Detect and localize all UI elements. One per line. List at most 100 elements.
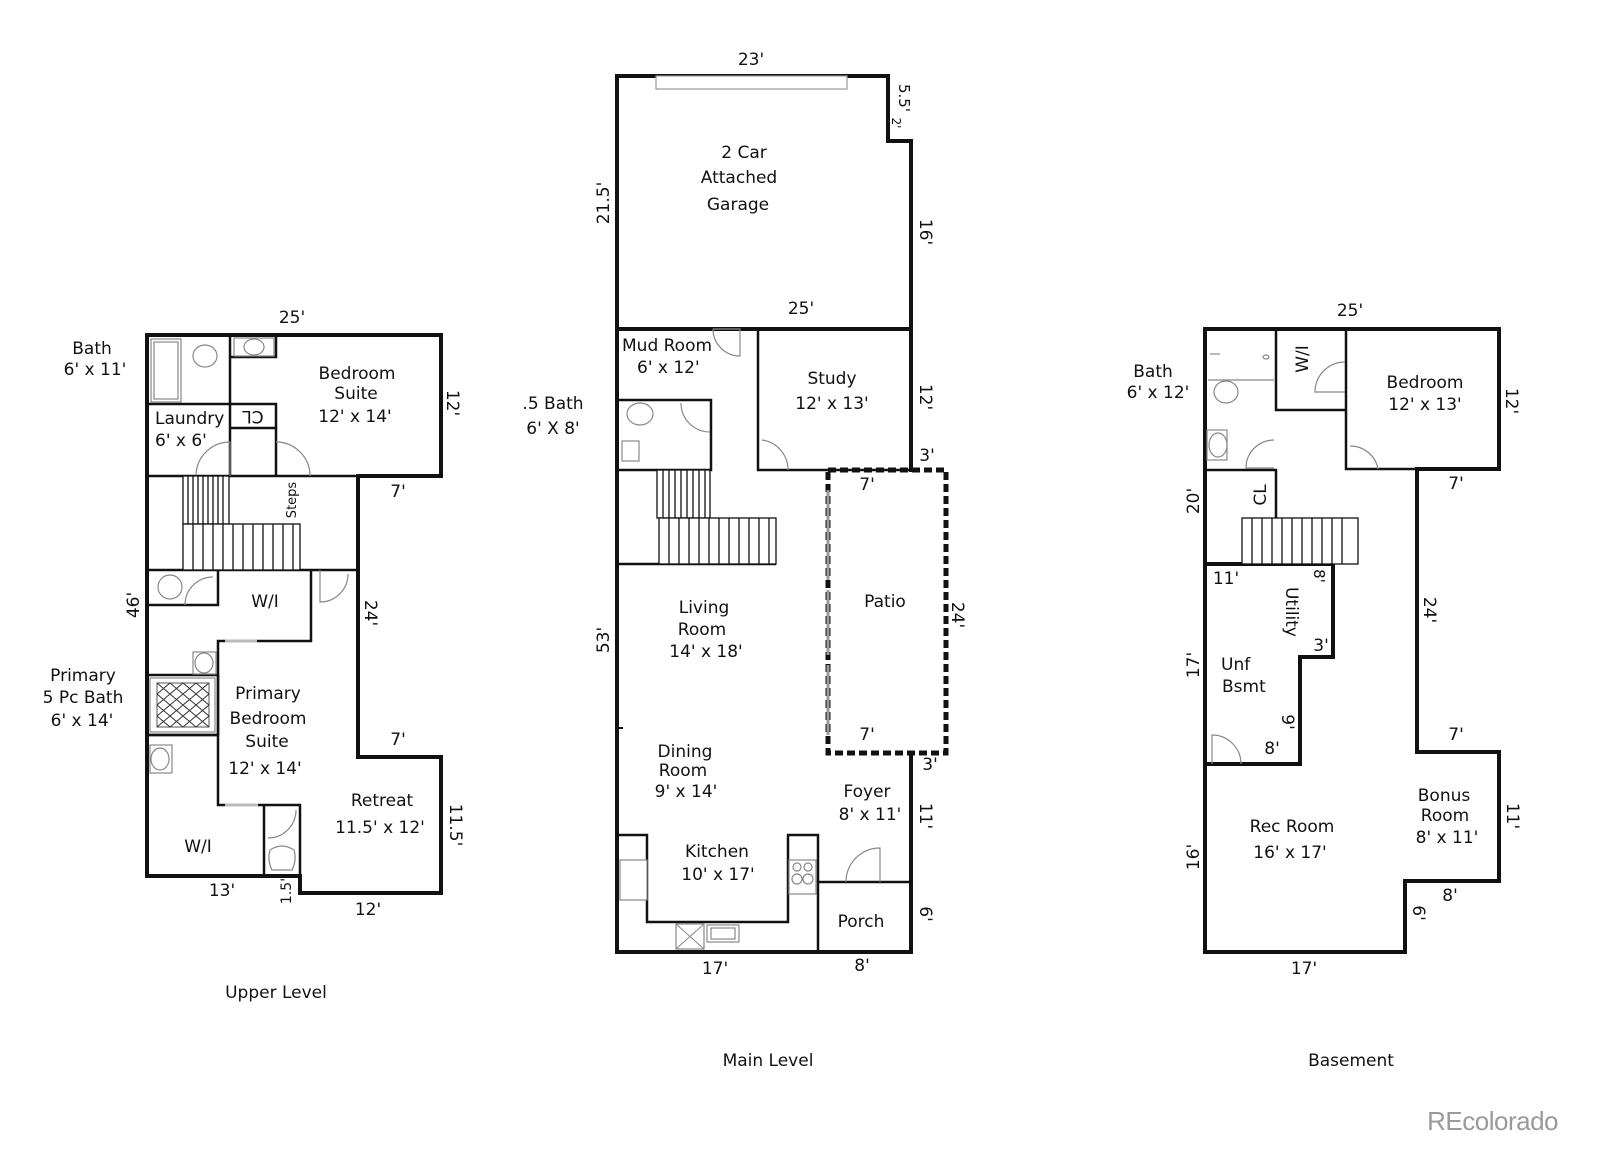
svg-text:6' X 8': 6' X 8' xyxy=(526,419,579,439)
toilet-icon xyxy=(626,402,654,426)
svg-text:Room: Room xyxy=(1421,806,1469,826)
dimension: 11.5' xyxy=(445,804,465,847)
sink-icon xyxy=(243,338,265,356)
dimension: 7' xyxy=(1448,725,1464,745)
room-label-kitchen: Kitchen xyxy=(685,842,749,862)
room-label-porch: Porch xyxy=(838,912,885,932)
room-label-foyer: Foyer xyxy=(843,782,890,802)
svg-text:Attached: Attached xyxy=(701,168,777,188)
dimension: 21.5' xyxy=(594,182,614,225)
dimension: 3' xyxy=(922,755,938,775)
svg-text:11.5' x 12': 11.5' x 12' xyxy=(335,818,425,838)
dimension: 11' xyxy=(1213,569,1239,589)
dimension: 12' xyxy=(442,390,462,416)
dimension: 6' xyxy=(1408,905,1428,921)
room-label-unfinished-basement: Unf xyxy=(1221,655,1251,675)
room-label-mud-room: Mud Room xyxy=(622,336,712,356)
dimension: 16' xyxy=(915,219,935,245)
svg-text:Bedroom: Bedroom xyxy=(230,709,307,729)
dimension: 17' xyxy=(1291,959,1317,979)
dimension: 24' xyxy=(360,600,380,626)
room-label-bonus-room: Bonus xyxy=(1418,786,1471,806)
dimension: 2' xyxy=(889,118,903,129)
stairs-icon xyxy=(1241,517,1359,565)
svg-text:10' x 17': 10' x 17' xyxy=(681,865,754,885)
sink-icon xyxy=(1208,432,1228,458)
svg-text:6' x 6': 6' x 6' xyxy=(155,431,207,451)
dimension: 12' xyxy=(1501,388,1521,414)
stove-icon xyxy=(788,859,817,895)
svg-text:6' x 12': 6' x 12' xyxy=(637,358,700,378)
stairs-icon xyxy=(656,469,777,565)
room-label-closet: CL xyxy=(1251,484,1271,506)
room-label-closet: CL xyxy=(242,406,264,426)
svg-text:16' x 17': 16' x 17' xyxy=(1253,843,1326,863)
room-label-walk-in-closet: W/I xyxy=(184,837,212,857)
sink-icon xyxy=(621,440,640,462)
dimension: 12' xyxy=(355,900,381,920)
svg-text:6' x 12': 6' x 12' xyxy=(1127,383,1190,403)
dimension: 7' xyxy=(390,482,406,502)
dimension: 53' xyxy=(594,627,614,653)
dimension: 25' xyxy=(788,299,814,319)
level-caption-basement: Basement xyxy=(1308,1051,1394,1071)
room-label-bath: Bath xyxy=(72,339,112,359)
room-label-garage: 2 Car xyxy=(721,143,767,163)
stairs-icon xyxy=(182,475,301,571)
dimension: 7' xyxy=(859,725,875,745)
dimension: 3' xyxy=(919,446,935,466)
basement-plan: Bath 6' x 12' W/I Bedroom 12' x 13' CL U… xyxy=(1127,301,1522,1071)
room-label-bedroom-suite: Bedroom xyxy=(319,364,396,384)
svg-text:12' x 14': 12' x 14' xyxy=(228,759,301,779)
main-level-plan: 2 Car Attached Garage Mud Room 6' x 12' … xyxy=(522,50,967,1071)
upper-level-plan: Bath 6' x 11' Laundry 6' x 6' CL Bedroom… xyxy=(43,308,465,1003)
toilet-icon xyxy=(268,845,296,871)
dimension: 23' xyxy=(738,50,764,70)
dimension: 6' xyxy=(915,906,935,922)
room-label-walk-in-closet: W/I xyxy=(251,592,279,612)
svg-text:Suite: Suite xyxy=(245,732,288,752)
toilet-icon xyxy=(157,574,183,600)
room-label-primary-bath: Primary xyxy=(50,666,116,686)
room-label-patio: Patio xyxy=(864,592,906,612)
dimension: 8' xyxy=(1442,886,1458,906)
refrigerator-icon xyxy=(619,859,648,901)
upper-outer-wall xyxy=(145,333,443,895)
room-label-primary-bedroom: Primary xyxy=(235,684,301,704)
dimension: 17' xyxy=(1184,652,1204,678)
label-steps: Steps xyxy=(285,482,300,519)
dimension: 8' xyxy=(1264,739,1280,759)
room-label-dining-room: Dining xyxy=(658,742,713,762)
dimension: 25' xyxy=(279,308,305,328)
room-label-bedroom: Bedroom xyxy=(1387,373,1464,393)
dimension: 7' xyxy=(1448,474,1464,494)
room-label-living-room: Living xyxy=(679,598,730,618)
dimension: 11' xyxy=(1502,803,1522,829)
svg-text:Room: Room xyxy=(659,761,707,781)
room-label-walk-in-closet: W/I xyxy=(1293,345,1313,373)
dimension: 9' xyxy=(1277,714,1297,730)
dimension: 24' xyxy=(1419,597,1439,623)
dimension: 7' xyxy=(390,730,406,750)
svg-text:9' x 14': 9' x 14' xyxy=(655,782,718,802)
dimension: 17' xyxy=(702,959,728,979)
dimension: 24' xyxy=(947,602,967,628)
svg-text:12' x 14': 12' x 14' xyxy=(318,407,391,427)
dimension: 8' xyxy=(1310,569,1328,583)
patio-boundary xyxy=(825,467,949,756)
svg-text:5 Pc Bath: 5 Pc Bath xyxy=(43,688,124,708)
dimension: 5.5' xyxy=(895,84,913,112)
level-caption-upper: Upper Level xyxy=(225,983,327,1003)
svg-text:6' x 11': 6' x 11' xyxy=(64,360,127,380)
toilet-icon xyxy=(1213,380,1239,404)
room-label-utility: Utility xyxy=(1281,587,1301,637)
dimension: 25' xyxy=(1337,301,1363,321)
dimension: 20' xyxy=(1184,488,1204,514)
recolorado-watermark: REcolorado xyxy=(1427,1106,1558,1136)
room-label-study: Study xyxy=(807,369,856,389)
garage-door xyxy=(655,75,848,90)
room-label-half-bath: .5 Bath xyxy=(522,394,583,414)
shower-icon xyxy=(149,677,216,733)
room-label-rec-room: Rec Room xyxy=(1250,817,1335,837)
dimension: 11' xyxy=(915,803,935,829)
